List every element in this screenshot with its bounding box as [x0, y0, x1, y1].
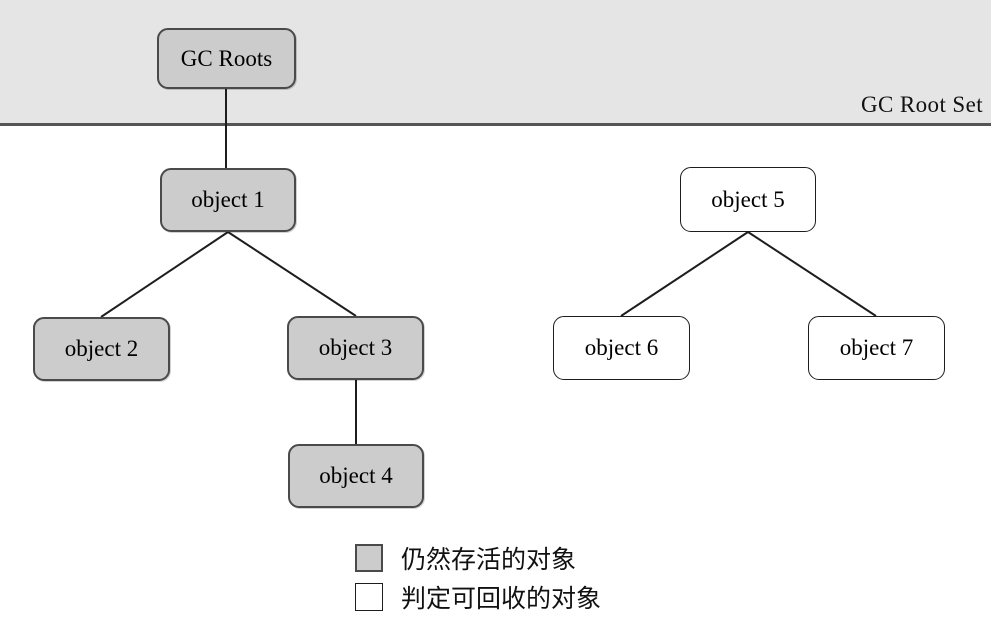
node-object-2[interactable]: object 2	[33, 317, 170, 381]
node-object-3[interactable]: object 3	[287, 316, 424, 380]
edge-object-1-object-2	[100, 231, 229, 318]
gc-root-set-label: GC Root Set	[861, 92, 983, 117]
node-object-6[interactable]: object 6	[553, 316, 690, 380]
node-gc-roots[interactable]: GC Roots	[157, 28, 296, 89]
legend-label-garbage: 判定可回收的对象	[401, 585, 602, 613]
node-label: object 5	[711, 186, 785, 212]
edge-object-5-object-7	[747, 231, 877, 317]
legend-row-alive: 仍然存活的对象	[355, 538, 601, 577]
node-label: GC Roots	[180, 45, 273, 71]
node-label: object 4	[319, 463, 393, 488]
node-object-4[interactable]: object 4	[288, 444, 424, 508]
node-label: object 6	[584, 335, 659, 360]
edge-object-5-object-6	[620, 231, 749, 317]
node-label: object 7	[839, 335, 914, 360]
legend-row-garbage: 判定可回收的对象	[355, 577, 601, 616]
node-label: object 2	[64, 336, 139, 361]
edge-object-1-object-3	[227, 231, 357, 317]
legend-swatch-garbage	[355, 582, 383, 611]
legend-label-alive: 仍然存活的对象	[401, 546, 577, 574]
node-label: object 1	[191, 187, 265, 212]
node-object-7[interactable]: object 7	[808, 316, 945, 380]
legend: 仍然存活的对象判定可回收的对象	[355, 538, 601, 616]
legend-swatch-alive	[355, 543, 383, 572]
gc-root-set-band	[0, 0, 991, 123]
node-object-5[interactable]: object 5	[680, 167, 816, 232]
node-object-1[interactable]: object 1	[160, 168, 296, 232]
node-label: object 3	[318, 335, 393, 360]
gc-root-set-divider	[0, 123, 991, 126]
